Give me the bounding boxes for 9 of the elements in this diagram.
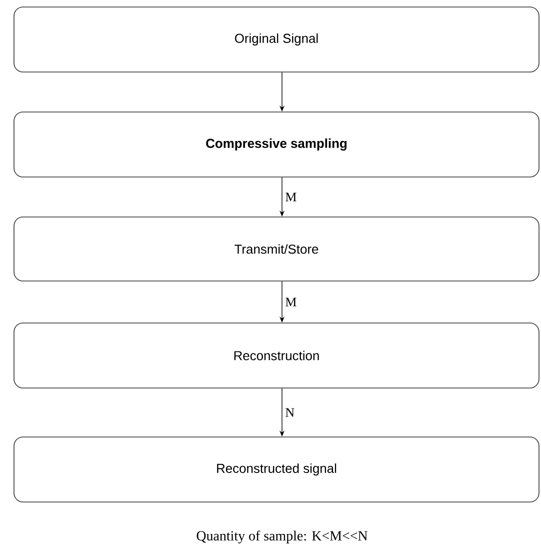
process-box: Reconstructed signal — [14, 436, 540, 502]
process-box: Reconstruction — [14, 322, 540, 388]
edge-label: M — [284, 192, 298, 202]
process-box: Original Signal — [14, 6, 540, 72]
process-box: Compressive sampling — [14, 112, 540, 178]
edge-label: N — [284, 407, 296, 418]
edge-label: M — [284, 296, 298, 308]
process-box: Transmit/Store — [14, 216, 540, 282]
caption: Quantity of sample: K<M<<N — [196, 530, 368, 544]
